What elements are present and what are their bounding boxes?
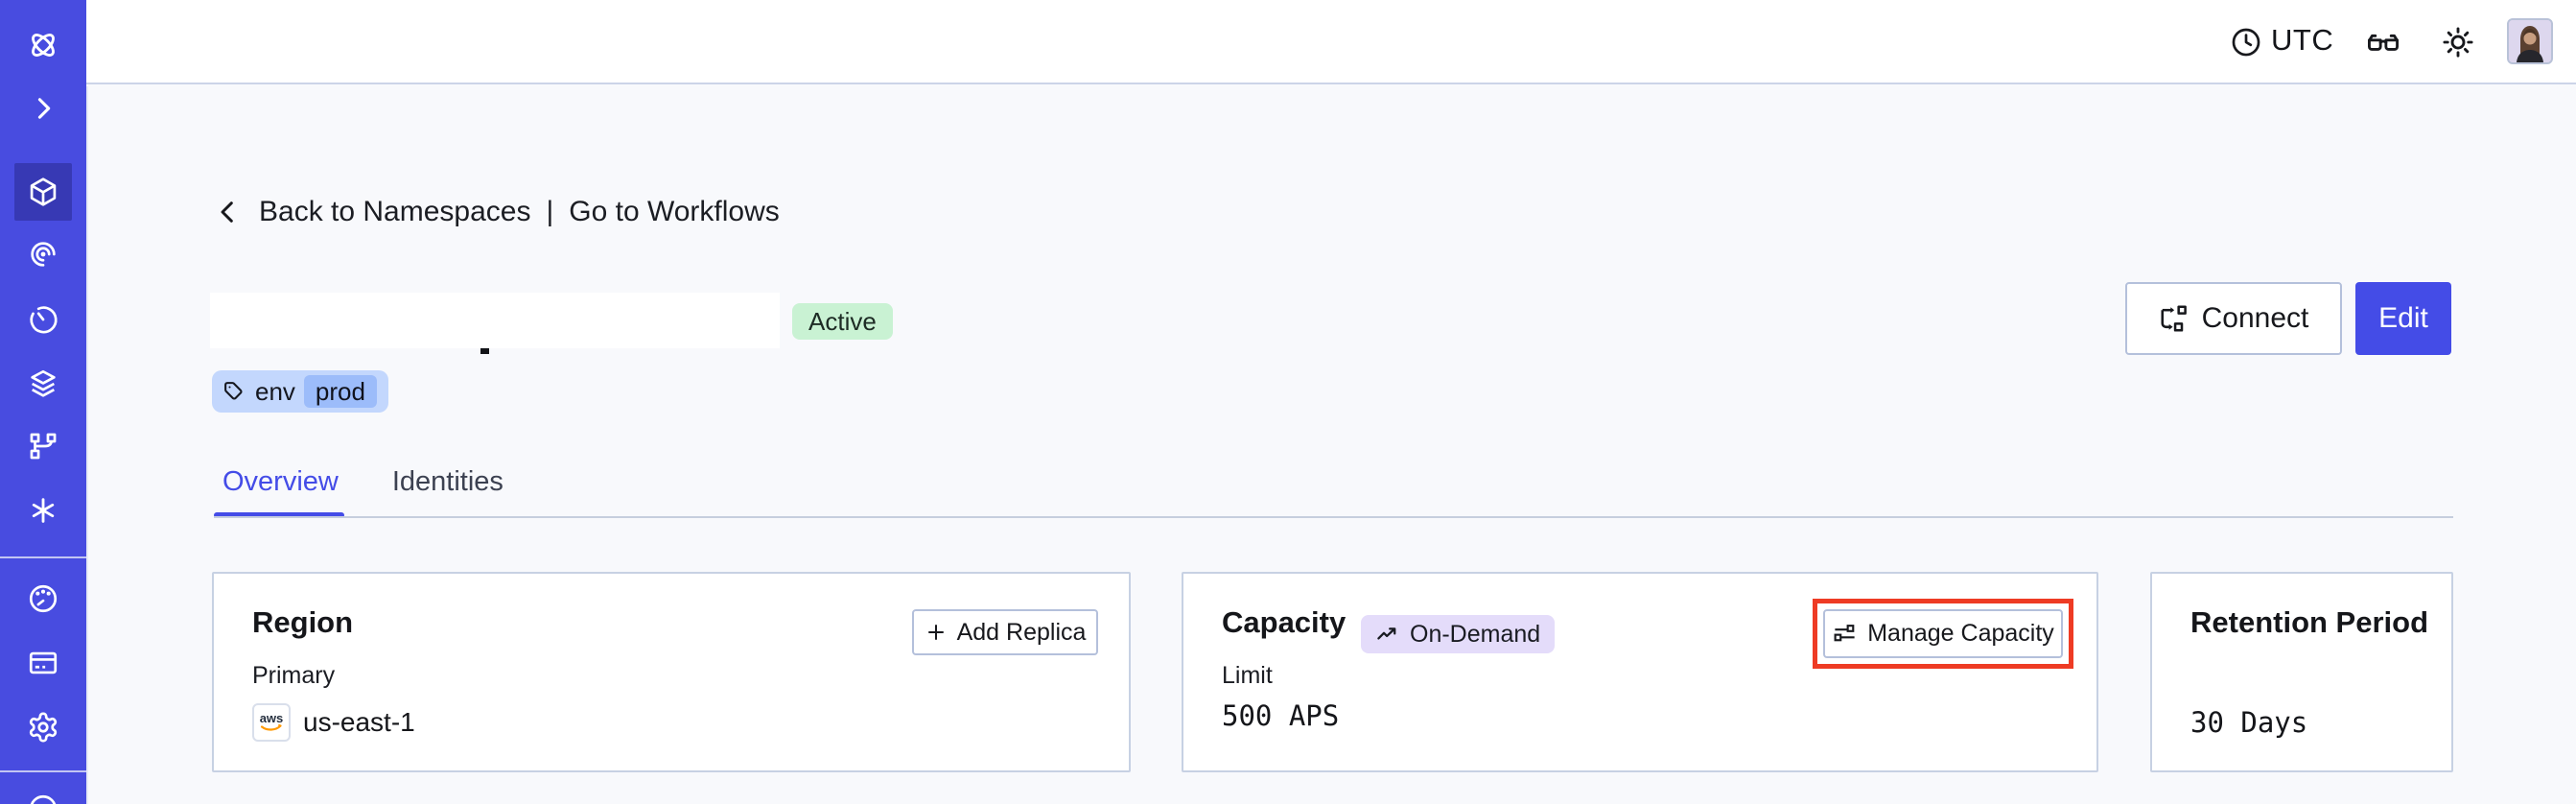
manage-capacity-button[interactable]: Manage Capacity [1823,609,2063,658]
add-replica-button[interactable]: Add Replica [912,609,1098,655]
breadcrumb-separator: | [546,196,554,227]
region-value-row: aws us-east-1 [252,703,415,742]
expand-sidebar-chevron-icon[interactable] [27,92,59,125]
connect-icon [2159,303,2190,334]
retention-card-title: Retention Period [2190,605,2429,639]
region-value: us-east-1 [303,707,415,737]
top-bar: UTC [86,0,2576,84]
sidebar-item-namespaces-cube-icon[interactable] [27,176,59,208]
tag-icon [222,380,246,404]
theme-toggle-sun-icon[interactable] [2440,24,2476,60]
manage-capacity-label: Manage Capacity [1867,620,2054,647]
sliders-icon [1832,621,1858,647]
sidebar-divider [0,770,86,772]
manage-capacity-highlight-box: Manage Capacity [1813,599,2073,669]
add-replica-label: Add Replica [956,618,1087,646]
sidebar-item-billing-card-icon[interactable] [27,647,59,679]
status-badge-label: Active [808,306,877,336]
sidebar-item-nexus-branch-icon[interactable] [27,430,59,462]
sidebar-item-settings-gear-icon[interactable] [27,711,59,744]
connect-button-label: Connect [2201,302,2309,334]
active-tab-underline [214,512,344,518]
capacity-card-title: Capacity [1222,605,1347,639]
namespace-title-fragment [480,348,489,354]
sidebar-item-batch-asterisk-icon[interactable] [27,494,59,527]
sidebar-item-account-icon[interactable] [27,792,59,804]
namespace-tag: env prod [212,370,388,413]
tab-bar-divider [214,516,2453,518]
tag-value-chip: prod [303,375,377,408]
retention-card: Retention Period 30 Days [2150,572,2453,772]
edit-button[interactable]: Edit [2355,282,2451,355]
tab-identities[interactable]: Identities [391,466,503,497]
timezone-clock-icon[interactable] [2230,26,2262,59]
capacity-card: Capacity On-Demand Manage Capacity [1182,572,2098,772]
sidebar-item-workflows-spiral-icon[interactable] [27,238,59,271]
content-left-divider [86,86,88,804]
timezone-label[interactable]: UTC [2271,23,2334,57]
aws-logo-text: aws [260,711,284,725]
breadcrumb: Back to Namespaces | Go to Workflows [213,196,780,228]
trend-up-icon [1375,622,1401,648]
tab-bar: Overview Identities [222,466,503,498]
temporal-logo-icon[interactable] [27,29,59,61]
on-demand-badge: On-Demand [1361,615,1556,653]
glasses-icon[interactable] [2365,24,2401,60]
connect-button[interactable]: Connect [2125,282,2342,355]
tag-key: env [255,376,295,406]
sidebar-item-usage-gauge-icon[interactable] [27,582,59,615]
region-primary-label: Primary [252,662,336,689]
capacity-limit-value: 500 APS [1222,699,1340,732]
region-card-title: Region [252,605,354,639]
avatar[interactable] [2507,18,2553,64]
retention-value: 30 Days [2190,706,2308,739]
namespace-title-redacted [210,293,780,348]
plus-icon [925,621,948,644]
back-chevron-icon[interactable] [213,197,244,227]
sidebar-item-deployments-layers-icon[interactable] [27,367,59,400]
status-badge: Active [792,303,893,340]
edit-button-label: Edit [2378,302,2428,334]
capacity-limit-label: Limit [1222,662,1273,689]
sidebar-nav [0,0,86,804]
region-card: Region Add Replica Primary aws us-east-1 [212,572,1131,772]
tab-overview[interactable]: Overview [222,466,339,497]
sidebar-divider [0,556,86,558]
on-demand-label: On-Demand [1410,620,1541,648]
back-to-namespaces-link[interactable]: Back to Namespaces [259,196,531,227]
go-to-workflows-link[interactable]: Go to Workflows [569,196,780,227]
aws-logo-icon: aws [252,703,291,742]
sidebar-item-schedules-timer-icon[interactable] [27,303,59,336]
